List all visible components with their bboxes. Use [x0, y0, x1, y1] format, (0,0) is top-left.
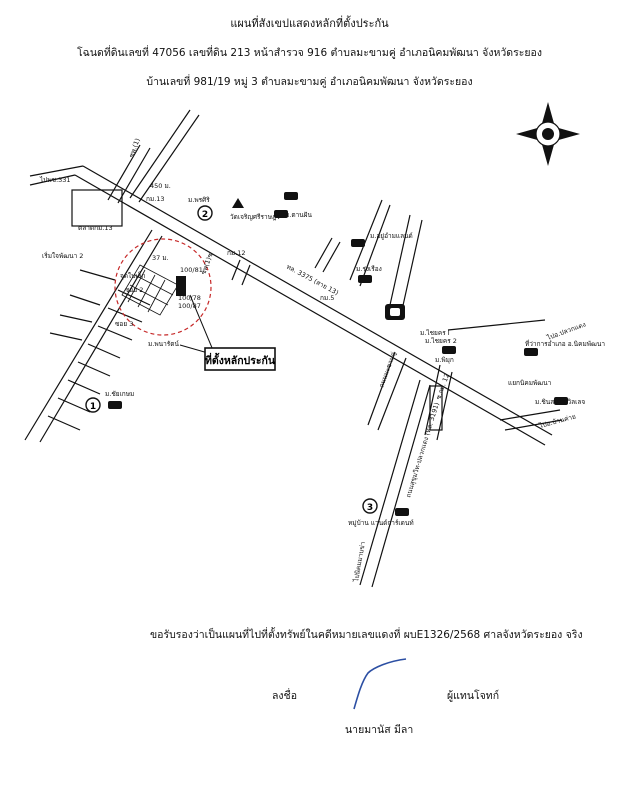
location-box-label: ที่ตั้งหลักประกัน — [205, 352, 276, 367]
svg-text:กม.12: กม.12 — [227, 249, 246, 257]
south-road — [359, 379, 421, 586]
svg-text:ม.ชินสมใจ วิลเลจ: ม.ชินสมใจ วิลเลจ — [535, 398, 585, 406]
property-parcels — [121, 264, 179, 316]
svg-text:ไปอ.บ้านค่าย: ไปอ.บ้านค่าย — [537, 412, 576, 430]
svg-text:ม.พนารัตน์: ม.พนารัตน์ — [148, 340, 179, 348]
svg-text:ซพ.(1): ซพ.(1) — [127, 137, 141, 159]
svg-text:1: 1 — [90, 402, 96, 412]
svg-text:จุดใบเล็ก: จุดใบเล็ก — [120, 271, 146, 280]
svg-text:ม.รุ่งเรือง: ม.รุ่งเรือง — [356, 265, 382, 273]
svg-text:ม.อยู่อำมแลนด์: ม.อยู่อำมแลนด์ — [370, 232, 413, 240]
svg-text:2: 2 — [202, 210, 208, 220]
svg-text:ที่ว่าการอำเภอ อ.นิคมพัฒนา: ที่ว่าการอำเภอ อ.นิคมพัฒนา — [525, 339, 605, 348]
north-road — [107, 144, 141, 201]
svg-text:ม.ตานฝัน: ม.ตานฝัน — [285, 211, 312, 219]
svg-text:ถนนมะขามคู่: ถนนมะขามคู่ — [377, 351, 397, 389]
car-icons — [108, 192, 568, 516]
svg-text:ทล. 3375 (สาย 13): ทล. 3375 (สาย 13) — [285, 263, 340, 297]
svg-text:กม.13: กม.13 — [146, 195, 165, 203]
svg-text:ม.ไชยคร I: ม.ไชยคร I — [420, 329, 450, 337]
svg-text:100/78: 100/78 — [178, 294, 201, 302]
svg-text:แยกนิคมพัฒนา: แยกนิคมพัฒนา — [508, 379, 552, 387]
svg-text:450 ม.: 450 ม. — [150, 182, 171, 190]
left-diagonal-road — [24, 229, 153, 441]
marker-3-icon — [362, 498, 378, 514]
temple-icon — [232, 198, 244, 208]
svg-text:37 ม.: 37 ม. — [152, 254, 169, 262]
marker-1-icon — [85, 397, 101, 413]
deed-info-line: โฉนดที่ดินเลขที่ 47056 เลขที่ดิน 213 หน้… — [77, 47, 542, 59]
svg-text:100/87: 100/87 — [178, 302, 201, 310]
svg-text:หมู่บ้าน แวนด์การ์เดนท์: หมู่บ้าน แวนด์การ์เดนท์ — [348, 519, 414, 527]
svg-text:3: 3 — [367, 503, 373, 513]
svg-text:วัดเจริญศรีราษฎร์: วัดเจริญศรีราษฎร์ — [230, 213, 280, 221]
compass-icon — [516, 102, 580, 166]
handwritten-signature — [353, 658, 407, 710]
highway-road — [74, 174, 546, 446]
svg-text:ซอย 3: ซอย 3 — [115, 320, 133, 328]
svg-text:ม.ไชยคร 2: ม.ไชยคร 2 — [425, 337, 457, 345]
property-marker — [176, 276, 186, 296]
market-block — [71, 189, 123, 227]
location-box — [204, 347, 276, 371]
svg-text:ซพ(1)ซ: ซพ(1)ซ — [199, 251, 214, 275]
signature-label: ลงชื่อ — [272, 690, 297, 702]
location-map: ที่ตั้งหลักประกัน 2 1 3 ไปพช.331 ซพ.(1) … — [24, 102, 605, 588]
svg-text:ตลาดกม.13: ตลาดกม.13 — [78, 224, 113, 232]
page-title: แผนที่สังเขปแสดงหลักที่ตั้งประกัน — [230, 17, 389, 30]
svg-text:ม.ชัยเกษม: ม.ชัยเกษม — [105, 390, 134, 398]
marker-2-icon — [197, 205, 213, 221]
svg-text:ซอย 2: ซอย 2 — [125, 286, 143, 294]
signatory-role: ผู้แทนโจทก์ — [447, 690, 500, 702]
label-to-pattaya: ไปพช.331 — [39, 176, 71, 184]
location-circle — [114, 238, 212, 336]
svg-text:เริ่มใจพัฒนา 2: เริ่มใจพัฒนา 2 — [42, 251, 83, 260]
svg-text:ม.พรศิริ: ม.พรศิริ — [188, 196, 210, 204]
svg-text:100/81: 100/81 — [180, 266, 203, 274]
certification-text: ขอรับรองว่าเป็นแผนที่ไปที่ตั้งทรัพย์ในคด… — [150, 629, 583, 641]
svg-text:กม.5: กม.5 — [320, 294, 334, 302]
address-line: บ้านเลขที่ 981/19 หมู่ 3 ตำบลมะขามคู่ อำ… — [146, 76, 473, 88]
svg-text:ไปอ.ปลวกแดง: ไปอ.ปลวกแดง — [545, 320, 587, 342]
svg-text:ม.พิมุก: ม.พิมุก — [435, 356, 454, 364]
svg-text:ไปนิคมมาบข่า: ไปนิคมมาบข่า — [352, 541, 367, 584]
signatory-name: นายมานัส มีลา — [345, 724, 414, 736]
